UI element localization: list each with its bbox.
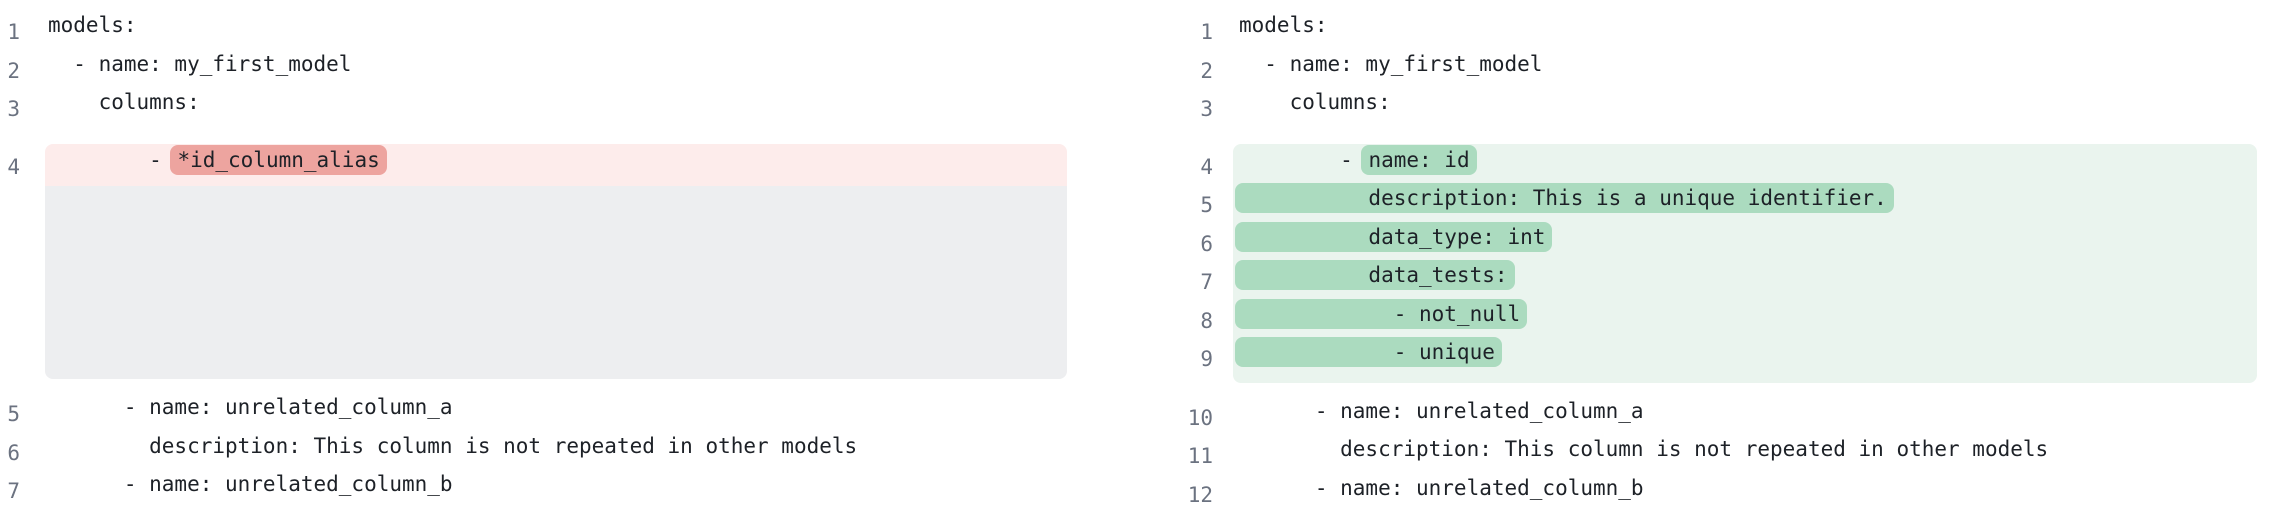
line-number: 7 xyxy=(1200,270,1213,294)
code-line: 12 - name: unrelated_column_b xyxy=(1163,476,2257,515)
code-text: - unique xyxy=(1233,337,2257,383)
diff-added-line: 8 - not_null xyxy=(1163,298,2257,340)
code-text: data_tests: xyxy=(1233,260,2257,302)
line-number xyxy=(0,186,20,379)
collapsed-gap-block xyxy=(45,186,1067,379)
line-number: 10 xyxy=(1187,405,1213,430)
code-text: - name: unrelated_column_b xyxy=(48,472,453,496)
code-line: 1 models: xyxy=(0,13,1067,52)
diff-added-word-highlight: name: id xyxy=(1361,144,1477,175)
code-text: - name: unrelated_column_b xyxy=(1239,475,1644,500)
line-number: 6 xyxy=(1200,231,1213,256)
code-line: 2 - name: my_first_model xyxy=(1163,52,2257,91)
line-number: 4 xyxy=(1200,154,1213,179)
line-number: 3 xyxy=(1200,97,1213,121)
code-text: - name: id xyxy=(1233,143,2257,186)
code-text: data_type: int xyxy=(1233,221,2257,263)
diff-added-word-highlight: - not_null xyxy=(1235,298,1528,329)
line-number: 6 xyxy=(7,440,20,465)
line-number: 1 xyxy=(7,20,20,44)
code-text: description: This column is not repeated… xyxy=(48,433,858,458)
diff-added-word-highlight: data_type: int xyxy=(1235,221,1553,252)
diff-added-line: 7 data_tests: xyxy=(1163,260,2257,302)
code-line: 6 description: This column is not repeat… xyxy=(0,434,1067,473)
code-line: 3 columns: xyxy=(0,90,1067,129)
line-number: 5 xyxy=(7,402,20,426)
diff-added-word-highlight: data_tests: xyxy=(1235,260,1515,290)
line-number: 5 xyxy=(1200,193,1213,217)
line-number: 11 xyxy=(1187,444,1213,468)
diff-removed-line: 4 - *id_column_alias xyxy=(0,143,1067,186)
line-number: 7 xyxy=(7,479,20,503)
diff-added-line: 6 data_type: int xyxy=(1163,221,2257,263)
code-text: models: xyxy=(1239,13,1328,37)
diff-removed-word-highlight: *id_column_alias xyxy=(170,144,387,175)
diff-added-line: 9 - unique xyxy=(1163,337,2257,383)
code-text: - name: unrelated_column_a xyxy=(1239,398,1644,423)
line-number: 2 xyxy=(1200,58,1213,83)
line-number: 9 xyxy=(1200,347,1213,371)
code-text: - *id_column_alias xyxy=(45,143,1067,186)
line-number: 2 xyxy=(7,58,20,83)
code-line: 7 - name: unrelated_column_b xyxy=(0,472,1067,511)
diff-added-word-highlight: description: This is a unique identifier… xyxy=(1235,183,1894,213)
diff-added-line: 4 - name: id xyxy=(1163,143,2257,186)
code-text: description: This column is not repeated… xyxy=(1239,437,2049,461)
code-text: models: xyxy=(48,13,137,37)
line-number: 4 xyxy=(7,154,20,179)
code-line: 1 models: xyxy=(1163,13,2257,52)
line-number: 1 xyxy=(1200,20,1213,44)
code-line: 10 - name: unrelated_column_a xyxy=(1163,399,2257,438)
code-line: 5 - name: unrelated_column_a xyxy=(0,395,1067,434)
code-line: 11 description: This column is not repea… xyxy=(1163,437,2257,476)
code-line: 2 - name: my_first_model xyxy=(0,52,1067,91)
code-line: 3 columns: xyxy=(1163,90,2257,129)
code-text: - not_null xyxy=(1233,298,2257,340)
code-text: - name: unrelated_column_a xyxy=(48,395,453,419)
line-number: 12 xyxy=(1187,482,1213,507)
diff-added-word-highlight: - unique xyxy=(1235,337,1502,367)
line-number: 3 xyxy=(7,97,20,121)
line-number: 8 xyxy=(1200,308,1213,333)
code-text: columns: xyxy=(48,90,200,114)
code-text: columns: xyxy=(1239,90,1391,114)
code-text: - name: my_first_model xyxy=(48,51,352,76)
diff-added-line: 5 description: This is a unique identifi… xyxy=(1163,183,2257,225)
code-text: description: This is a unique identifier… xyxy=(1233,183,2257,225)
code-text: - name: my_first_model xyxy=(1239,51,1543,76)
collapsed-gap-row xyxy=(0,186,1067,379)
